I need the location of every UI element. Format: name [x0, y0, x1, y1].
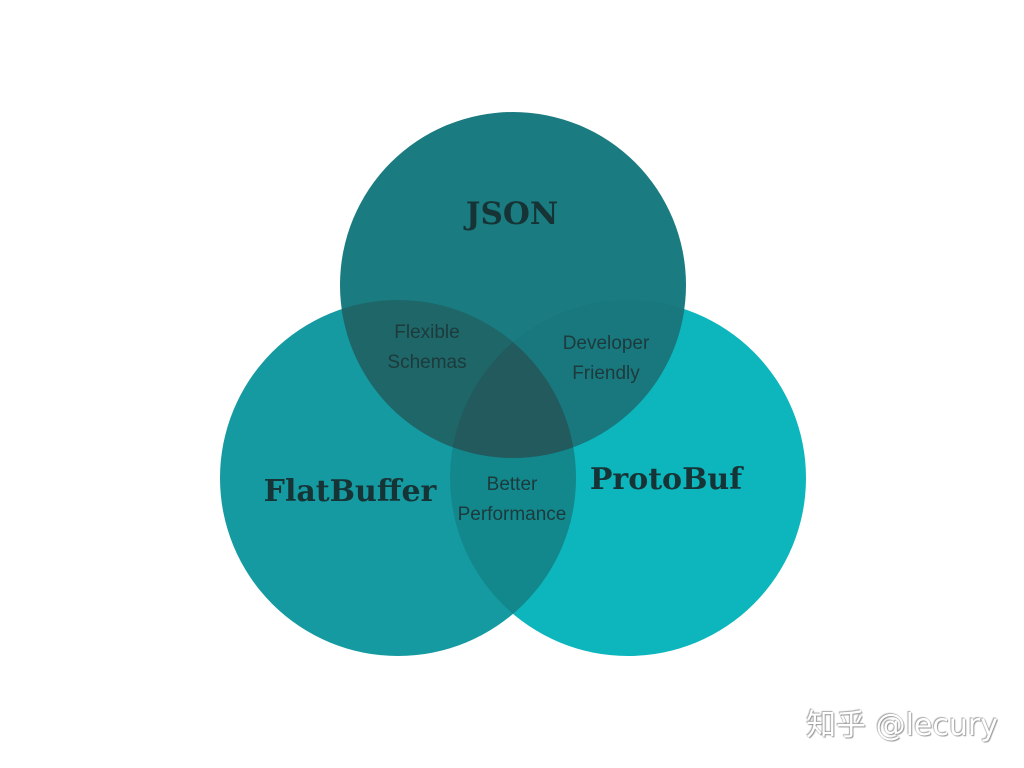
- protobuf-label: ProtoBuf: [590, 462, 744, 497]
- developer-friendly-line1: Developer: [563, 333, 650, 354]
- better-performance-line1: Better: [487, 474, 538, 495]
- better-performance-line2: Performance: [458, 504, 567, 525]
- json-label: JSON: [463, 196, 558, 232]
- watermark-text: 知乎 @lecury: [806, 708, 998, 743]
- flexible-schemas-line2: Schemas: [387, 352, 466, 373]
- flatbuffer-label: FlatBuffer: [264, 474, 438, 509]
- flexible-schemas-line1: Flexible: [394, 322, 459, 343]
- overlap-all-three: [450, 300, 576, 458]
- developer-friendly-line2: Friendly: [572, 363, 640, 384]
